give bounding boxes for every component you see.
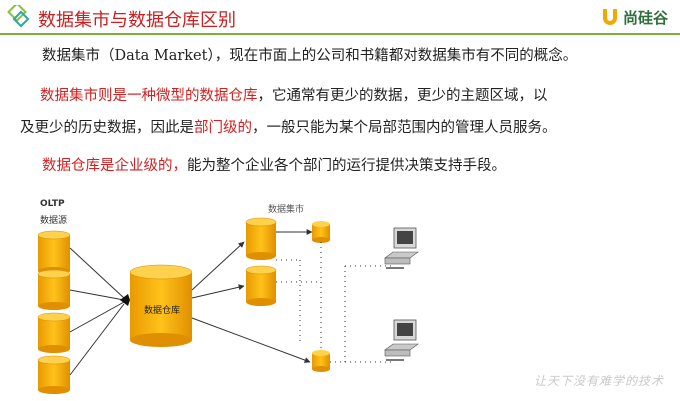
brand-u-icon — [602, 9, 617, 25]
data-mart-1 — [245, 217, 277, 260]
brand-logo: 尚硅谷 — [601, 6, 668, 28]
computer-icon-2 — [384, 319, 419, 361]
computer-icon-1 — [384, 227, 419, 269]
text-segment: ，一般只能为某个局部范围内的管理人员服务。 — [252, 120, 557, 136]
oltp-label: OLTP — [40, 199, 65, 209]
brand-name: 尚硅谷 — [622, 8, 668, 27]
paragraph-1: 数据集市（Data Market），现在市面上的公司和书籍都对数据集市有不同的概… — [42, 44, 680, 65]
paragraph-2-line-2: 及更少的历史数据，因此是部门级的，一般只能为某个局部范围内的管理人员服务。 — [20, 116, 680, 137]
slide-header: 数据集市与数据仓库区别 尚硅谷 — [0, 0, 680, 34]
paragraph-2-line-1: 数据集市则是一种微型的数据仓库，它通常有更少的数据，更少的主题区域，以 — [40, 84, 680, 105]
text-segment: ，它通常有更少的数据，更少的主题区域，以 — [257, 88, 548, 104]
text-segment-highlight: 数据仓库是企业级的， — [42, 158, 187, 174]
data-warehouse — [129, 264, 193, 347]
source-database-1 — [37, 230, 71, 275]
slide-title: 数据集市与数据仓库区别 — [38, 10, 236, 31]
text-segment: 及更少的历史数据，因此是 — [20, 120, 194, 136]
footer-slogan: 让天下没有难学的技术 — [533, 374, 664, 388]
mart-label: 数据集市 — [268, 203, 304, 215]
merge-arrow-icon — [120, 294, 130, 306]
source-to-warehouse-lines — [69, 247, 125, 376]
source-label: 数据源 — [40, 214, 67, 226]
dotted-connections — [276, 242, 392, 365]
source-database-3 — [37, 312, 71, 353]
warehouse-label: 数据仓库 — [144, 304, 180, 316]
data-mart-small-1 — [312, 221, 330, 243]
text-segment-highlight: 数据集市则是一种微型的数据仓库 — [40, 88, 258, 104]
warehouse-to-mart-arrows — [191, 241, 311, 363]
text-segment-highlight: 部门级的 — [194, 120, 252, 136]
source-database-2 — [37, 269, 71, 310]
header-divider — [0, 33, 680, 35]
text-segment: 能为整个企业各个部门的运行提供决策支持手段。 — [187, 158, 506, 174]
data-mart-small-2 — [312, 350, 330, 372]
paragraph-3: 数据仓库是企业级的，能为整个企业各个部门的运行提供决策支持手段。 — [42, 154, 680, 175]
architecture-diagram: OLTP 数据源 数据集市 数据仓库 — [37, 199, 419, 394]
source-database-4 — [37, 355, 71, 394]
text-segment: 数据集市（Data Market），现在市面上的公司和书籍都对数据集市有不同的概… — [42, 48, 578, 64]
diamond-logo-icon — [7, 5, 30, 28]
data-mart-2 — [245, 265, 277, 306]
